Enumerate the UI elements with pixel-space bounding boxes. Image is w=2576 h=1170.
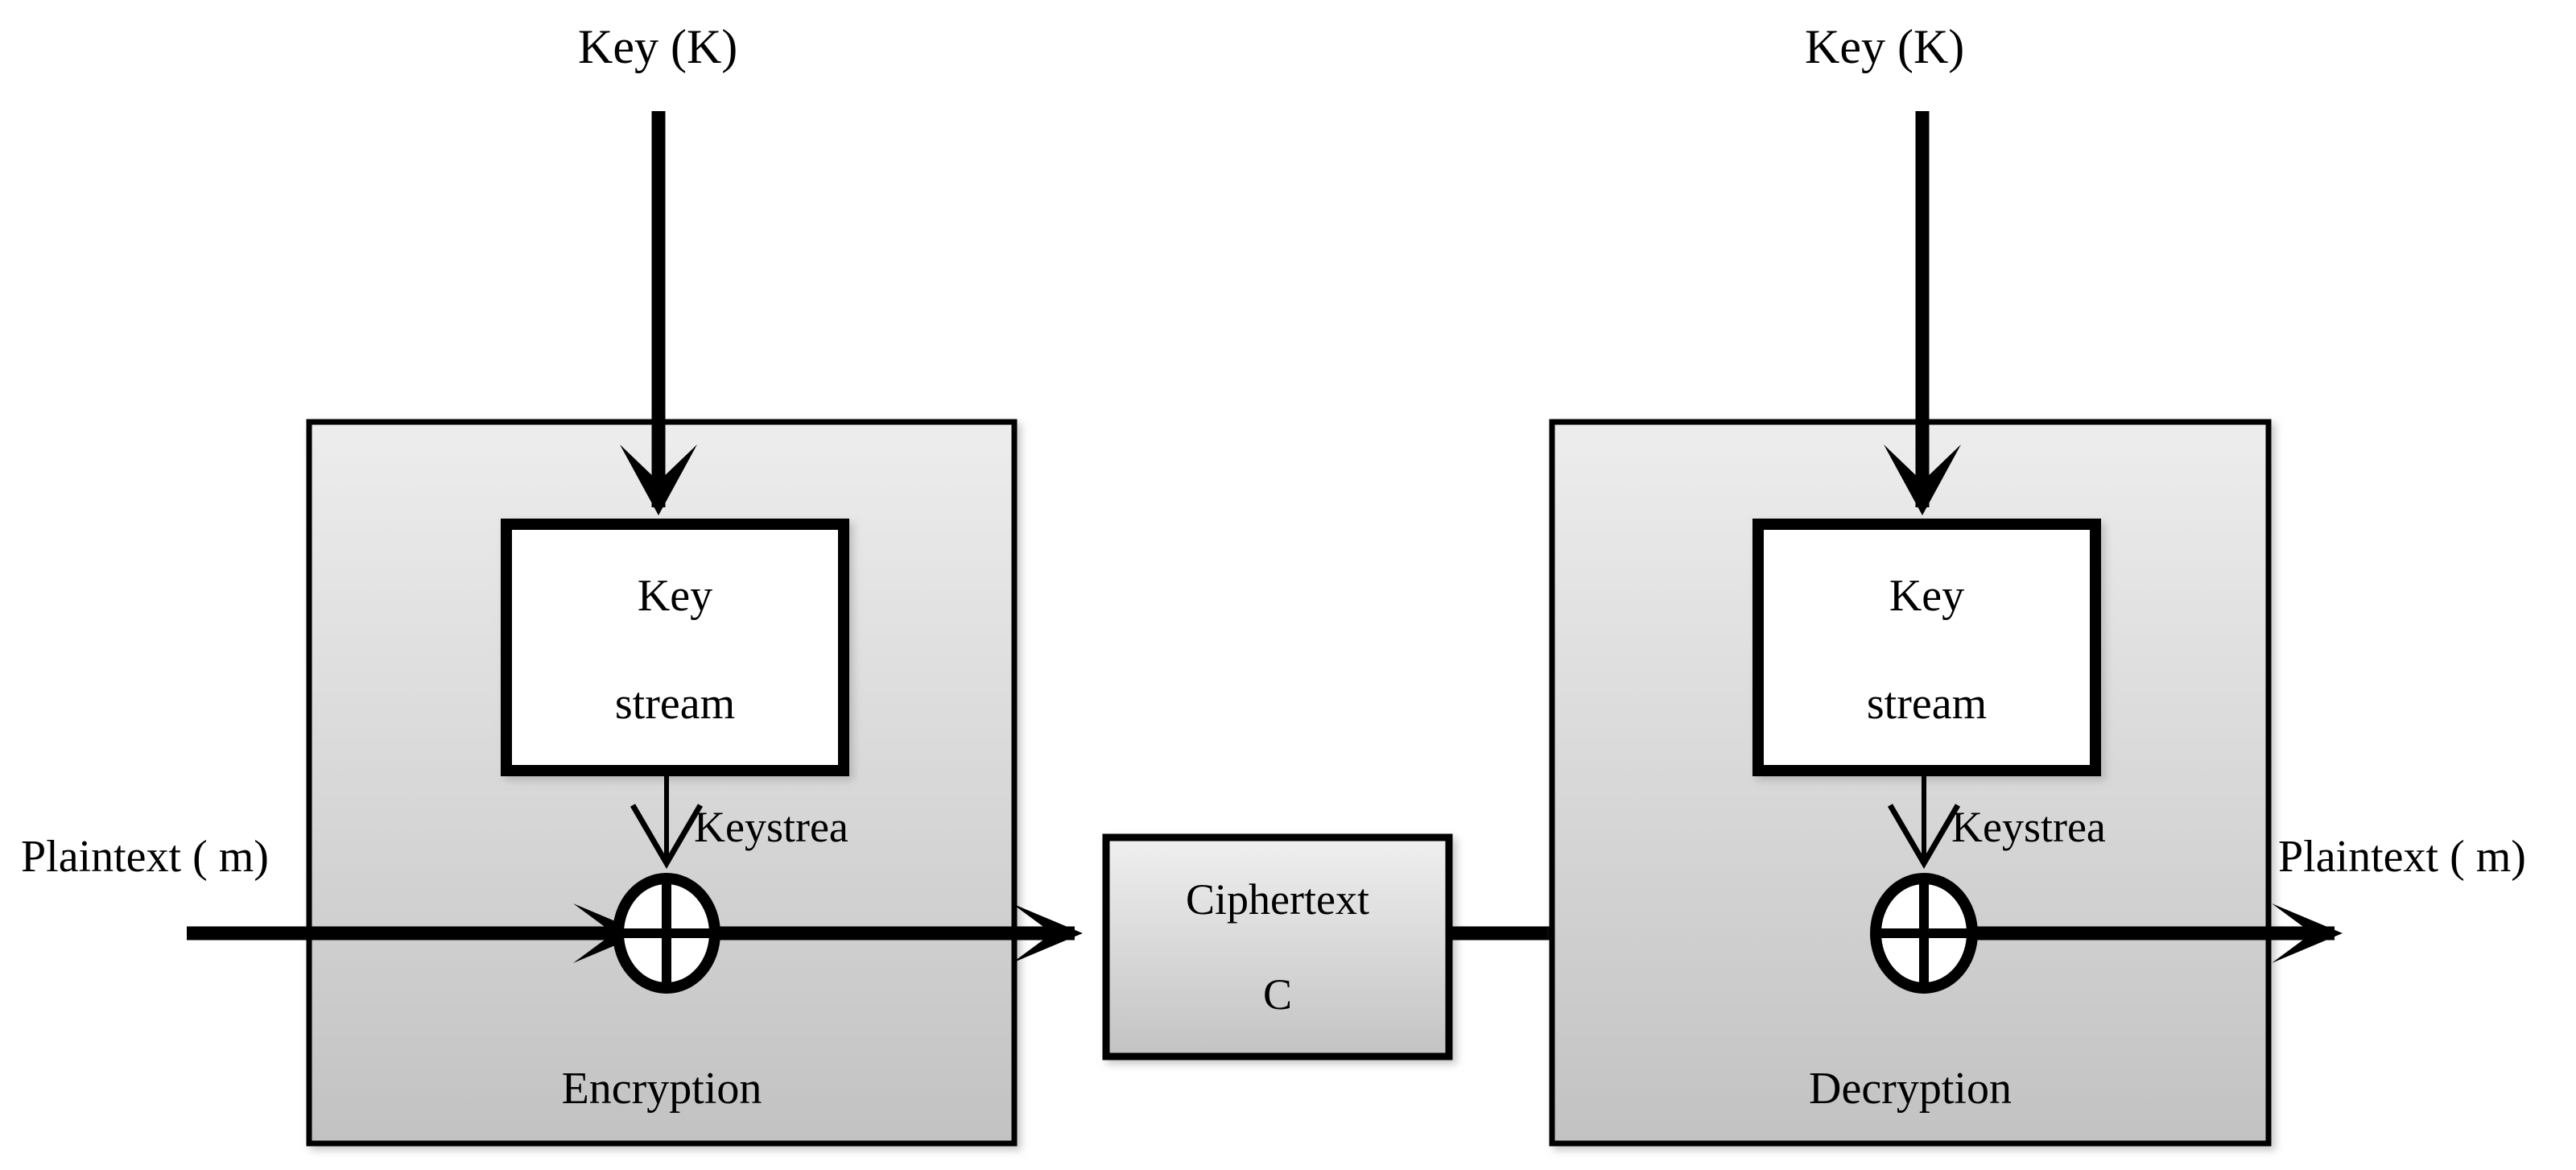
encryption-keystream-box — [501, 519, 849, 776]
ciphertext-box — [1102, 833, 1453, 1060]
decryption-keystream-to-xor-arrow — [1887, 771, 1961, 869]
encryption-keystream-label-line2: stream — [614, 679, 736, 729]
encryption-keystream-to-xor-arrow — [630, 771, 704, 869]
encryption-xor-gate — [613, 873, 720, 994]
encryption-keystream-arrow-label: Keystrea — [694, 803, 848, 851]
decryption-keystream-label-line1: Key — [1889, 571, 1965, 621]
decryption-keystream-box — [1752, 519, 2101, 776]
decryption-keystream-rect — [1752, 519, 2101, 776]
encryption-to-ciphertext-arrow — [713, 903, 1083, 963]
decryption-plaintext-arrow — [1971, 903, 2343, 963]
decryption-key-label: Key (K) — [1805, 20, 1965, 73]
encryption-keystream-label-line1: Key — [637, 571, 713, 621]
encryption-panel-label: Encryption — [561, 1064, 762, 1114]
decryption-xor-gate — [1870, 873, 1978, 994]
plaintext-output-label: Plaintext ( m) — [2278, 832, 2526, 882]
encryption-key-label: Key (K) — [578, 20, 738, 73]
decryption-keystream-arrow-label: Keystrea — [1951, 803, 2106, 851]
ciphertext-label-line1: Ciphertext — [1186, 875, 1369, 924]
ciphertext-rect — [1102, 833, 1453, 1060]
plaintext-input-label: Plaintext ( m) — [21, 832, 269, 882]
encryption-key-arrow — [620, 111, 697, 515]
decryption-key-arrow — [1884, 111, 1961, 515]
encryption-keystream-rect — [501, 519, 849, 776]
ciphertext-label-line2: C — [1262, 970, 1293, 1019]
decryption-keystream-label-line2: stream — [1866, 679, 1988, 729]
decryption-panel-label: Decryption — [1809, 1064, 2012, 1114]
